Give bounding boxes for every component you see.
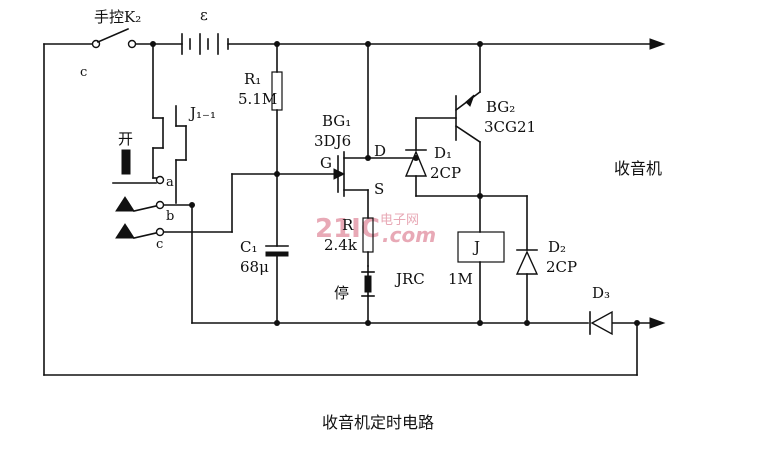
label-bg2-name: BG₂ xyxy=(486,98,515,116)
watermark-domain: .com xyxy=(382,223,436,247)
diode-d3 xyxy=(589,310,613,336)
label-c1-value: 68μ xyxy=(240,258,269,276)
terminal-c-pointer-icon xyxy=(115,223,135,239)
transistor-bg2 xyxy=(454,43,482,233)
watermark-brand: 21IC xyxy=(315,214,380,244)
label-relay: J xyxy=(472,238,480,256)
terminal-c xyxy=(155,227,165,237)
watermark: 21IC 电子网 .com xyxy=(315,213,436,247)
resistor-r1 xyxy=(271,43,283,175)
relay-contact-j1-1 xyxy=(152,43,187,204)
label-c1-name: C₁ xyxy=(240,238,258,256)
label-d2-name: D₂ xyxy=(548,238,566,256)
junction-dot xyxy=(634,320,640,326)
label-term-c: c xyxy=(156,237,163,252)
label-r1-name: R₁ xyxy=(244,70,261,88)
label-d2-type: 2CP xyxy=(546,258,577,276)
label-drain: D xyxy=(374,142,386,160)
label-junction-left: c xyxy=(80,65,87,80)
label-jrc: JRC xyxy=(394,270,425,288)
selector-terminals xyxy=(112,149,233,239)
output-arrow-top xyxy=(649,38,666,50)
relay-coil-j xyxy=(457,231,505,324)
label-relay-value: 1M xyxy=(448,270,473,288)
diode-d2 xyxy=(479,195,539,324)
bottom-rail xyxy=(191,317,666,329)
label-term-b: b xyxy=(166,209,174,224)
fet-bg1 xyxy=(333,43,369,219)
label-bg1-name: BG₁ xyxy=(322,112,351,130)
diagram-caption: 收音机定时电路 xyxy=(322,413,434,432)
terminal-a xyxy=(155,175,165,185)
label-d3-name: D₃ xyxy=(592,284,610,302)
label-bg2-type: 3CG21 xyxy=(484,118,536,136)
output-arrow-bottom xyxy=(649,317,666,329)
label-gate: G xyxy=(320,154,332,172)
watermark-sub: 电子网 xyxy=(380,213,419,228)
resistor-r2 xyxy=(362,217,374,267)
junction-dot xyxy=(524,320,530,326)
label-j11: J₁₋₁ xyxy=(188,104,216,122)
junction-dot xyxy=(189,202,195,208)
label-source: S xyxy=(374,180,384,198)
label-r1-value: 5.1M xyxy=(238,90,277,108)
capacitor-c1 xyxy=(265,173,289,324)
label-switch-k2: 手控K₂ xyxy=(94,8,141,26)
label-d1-name: D₁ xyxy=(434,144,452,162)
label-r2-value: 2.4k xyxy=(324,236,358,254)
label-bg1-type: 3DJ6 xyxy=(314,132,351,150)
junction-dot xyxy=(274,320,280,326)
battery xyxy=(181,33,229,55)
label-term-a: a xyxy=(166,175,174,190)
label-battery: ε xyxy=(200,6,208,24)
stop-button xyxy=(361,265,375,324)
manual-switch-k2 xyxy=(91,27,137,49)
diode-d1 xyxy=(367,117,481,197)
junction-dot xyxy=(413,155,419,161)
label-ting: 停 xyxy=(334,284,349,302)
top-rail xyxy=(43,38,666,376)
terminal-b-pointer-icon xyxy=(115,196,135,212)
junction-dot xyxy=(365,320,371,326)
kai-button-icon xyxy=(121,149,131,175)
label-radio: 收音机 xyxy=(614,159,662,178)
label-d1-type: 2CP xyxy=(430,164,461,182)
label-r2-name: R xyxy=(342,216,354,234)
label-kai: 开 xyxy=(118,130,133,148)
terminal-b xyxy=(155,200,165,210)
junction-dot xyxy=(477,320,483,326)
